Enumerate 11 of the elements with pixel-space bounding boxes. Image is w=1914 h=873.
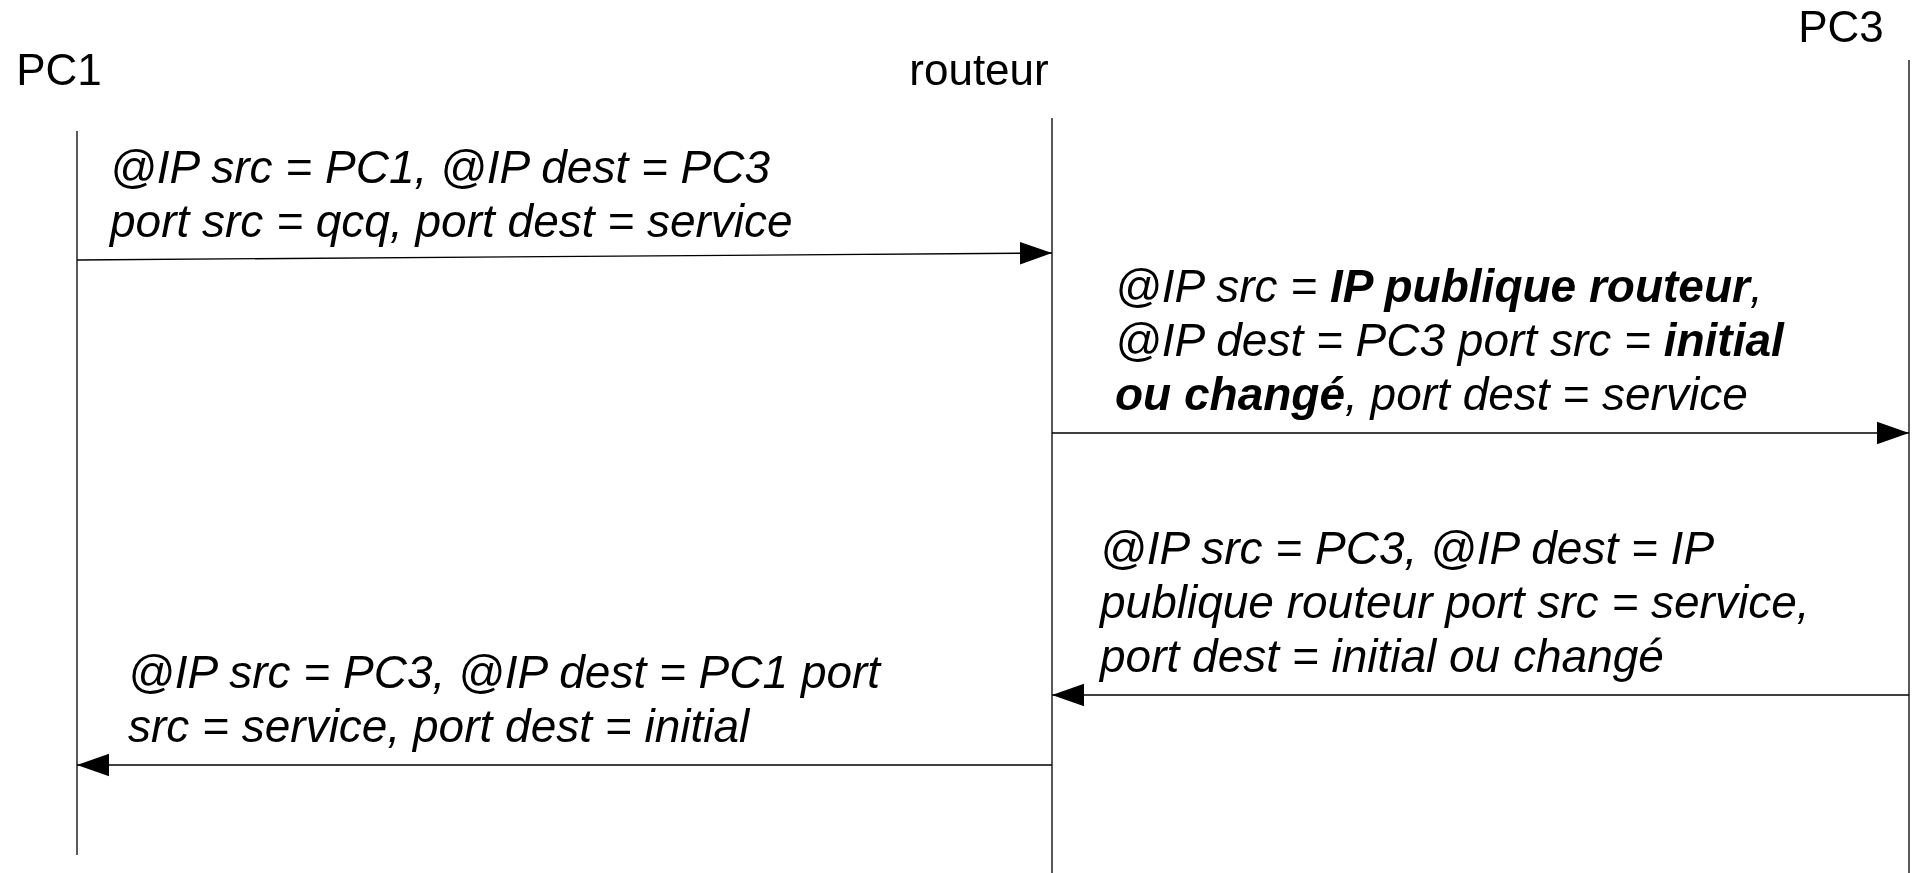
message-label: @IP src = PC3, @IP dest = PC1 port src = service, port dest = initial bbox=[128, 645, 883, 753]
message-label: @IP src = IP publique routeur, @IP dest = PC3 port src = initial ou changé, port dest = service bbox=[1115, 259, 1786, 421]
message-arrow bbox=[1051, 683, 1910, 707]
participant-label: routeur bbox=[908, 45, 1050, 95]
message-arrow bbox=[76, 242, 1053, 265]
message-label: @IP src = PC1, @IP dest = PC3 port src = qcq, port dest = service bbox=[110, 140, 794, 248]
message-arrow bbox=[76, 753, 1053, 777]
participant-label: PC3 bbox=[1797, 2, 1885, 52]
participant-label: PC1 bbox=[15, 45, 103, 95]
message-arrow bbox=[1051, 421, 1910, 445]
message-label: @IP src = PC3, @IP dest = IP publique routeur port src = service, port dest = initial ou changé bbox=[1100, 521, 1811, 683]
